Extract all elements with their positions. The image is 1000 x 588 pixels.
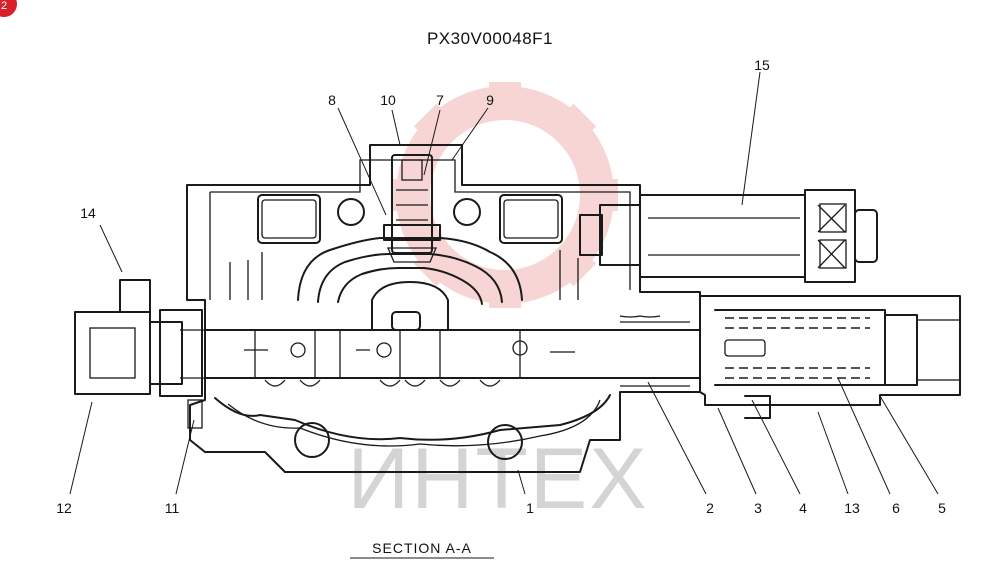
drawing-code: PX30V00048F1 [427, 29, 553, 48]
callouts: 15 8 10 7 9 14 12 11 1 2 3 4 13 6 5 [56, 57, 946, 516]
left-end-cap [74, 279, 205, 429]
callout-12: 12 [56, 500, 72, 516]
watermark-text: ИНТЕХ [347, 431, 648, 527]
callout-6: 6 [892, 500, 900, 516]
corner-badge: 2 [0, 0, 17, 17]
section-label: SECTION A-A [372, 540, 472, 556]
callout-8: 8 [328, 92, 336, 108]
callout-2: 2 [706, 500, 714, 516]
relief-valve [383, 154, 441, 263]
callout-14: 14 [80, 205, 96, 221]
callout-15: 15 [754, 57, 770, 73]
spool [204, 321, 701, 387]
section-caption: SECTION A-A [350, 540, 494, 559]
callout-7: 7 [436, 92, 444, 108]
leader-lines [69, 71, 939, 495]
right-spring-cap [619, 295, 961, 419]
callout-3: 3 [754, 500, 762, 516]
solenoid [579, 189, 878, 283]
callout-4: 4 [799, 500, 807, 516]
gear-watermark-icon [392, 82, 618, 308]
callout-11: 11 [165, 500, 180, 516]
corner-badge-label: 2 [1, 0, 7, 12]
callout-9: 9 [486, 92, 494, 108]
callout-10: 10 [380, 92, 396, 108]
valve-body [186, 144, 701, 473]
callout-13: 13 [844, 500, 860, 516]
callout-1: 1 [526, 500, 534, 516]
callout-5: 5 [938, 500, 946, 516]
